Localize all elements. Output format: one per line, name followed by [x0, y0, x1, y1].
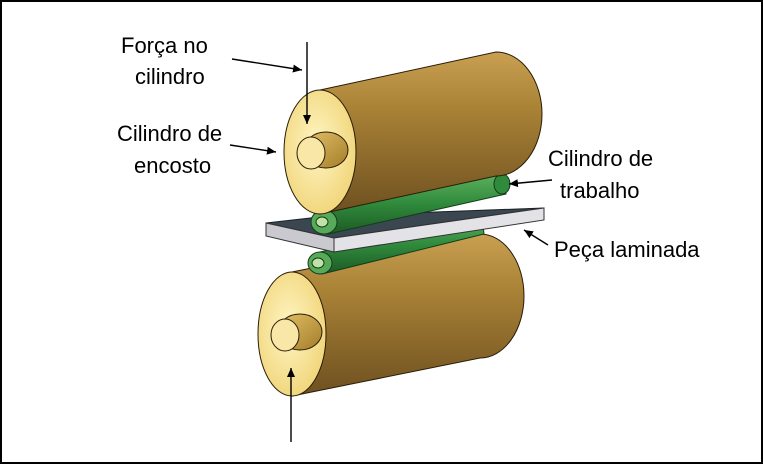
leader-workpiece [523, 229, 549, 246]
label-encosto-line2: encosto [134, 153, 211, 178]
label-trabalho-line1: Cilindro de [548, 146, 653, 171]
label-peca-laminada: Peça laminada [554, 237, 700, 262]
lower-backup-roll [257, 233, 525, 397]
upper-backup-roll [283, 51, 543, 215]
label-forca-line1: Força no [121, 33, 208, 58]
label-forca-line2: cilindro [135, 64, 205, 89]
label-encosto-line1: Cilindro de [117, 121, 222, 146]
leader-force [231, 58, 303, 73]
label-trabalho-line2: trabalho [560, 178, 640, 203]
leader-backup-roll [229, 144, 277, 155]
leader-work-roll [508, 179, 553, 188]
